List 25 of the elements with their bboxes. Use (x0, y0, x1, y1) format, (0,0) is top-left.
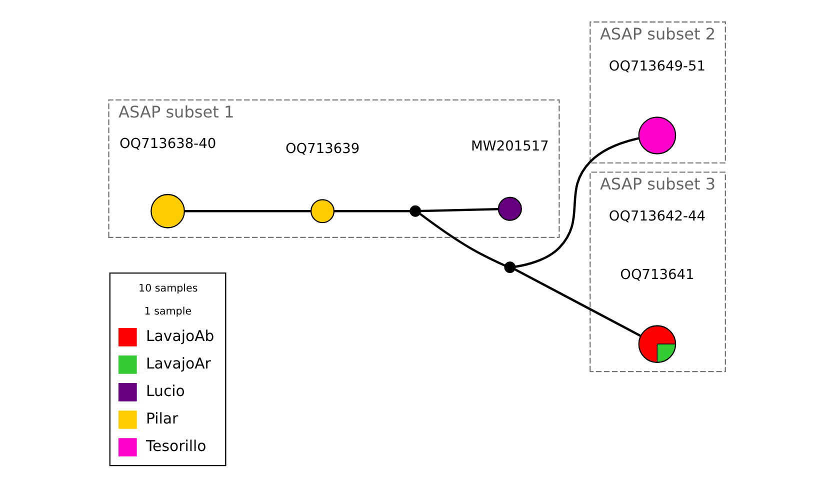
node-label: OQ713649-51 (608, 58, 706, 74)
node-label: MW201517 (470, 138, 549, 154)
legend-label: LavajoAb (146, 327, 214, 346)
connector (184, 210, 311, 212)
label: 10 samples (138, 282, 198, 295)
node-circle (638, 116, 676, 154)
node-circle (150, 194, 185, 228)
connector (420, 213, 506, 267)
legend-label: Tesorillo (146, 437, 206, 456)
node-label: OQ713639 (285, 140, 360, 157)
node-circle (410, 205, 422, 217)
connector (515, 137, 639, 268)
legend-label: LavajoAr (146, 354, 211, 373)
connector (514, 268, 641, 337)
legend-label: Pilar (146, 410, 178, 428)
connector (334, 210, 410, 212)
label: 1 sample (144, 306, 192, 318)
node-circle (310, 199, 335, 224)
node-label: OQ713638-40 (119, 136, 216, 152)
node-label: OQ713642-44 (608, 208, 706, 224)
legend-label: Lucio (146, 382, 185, 400)
connector (420, 208, 498, 212)
node-label: OQ713641 (620, 266, 694, 283)
node-circle (498, 196, 522, 221)
node-circle (504, 262, 516, 274)
